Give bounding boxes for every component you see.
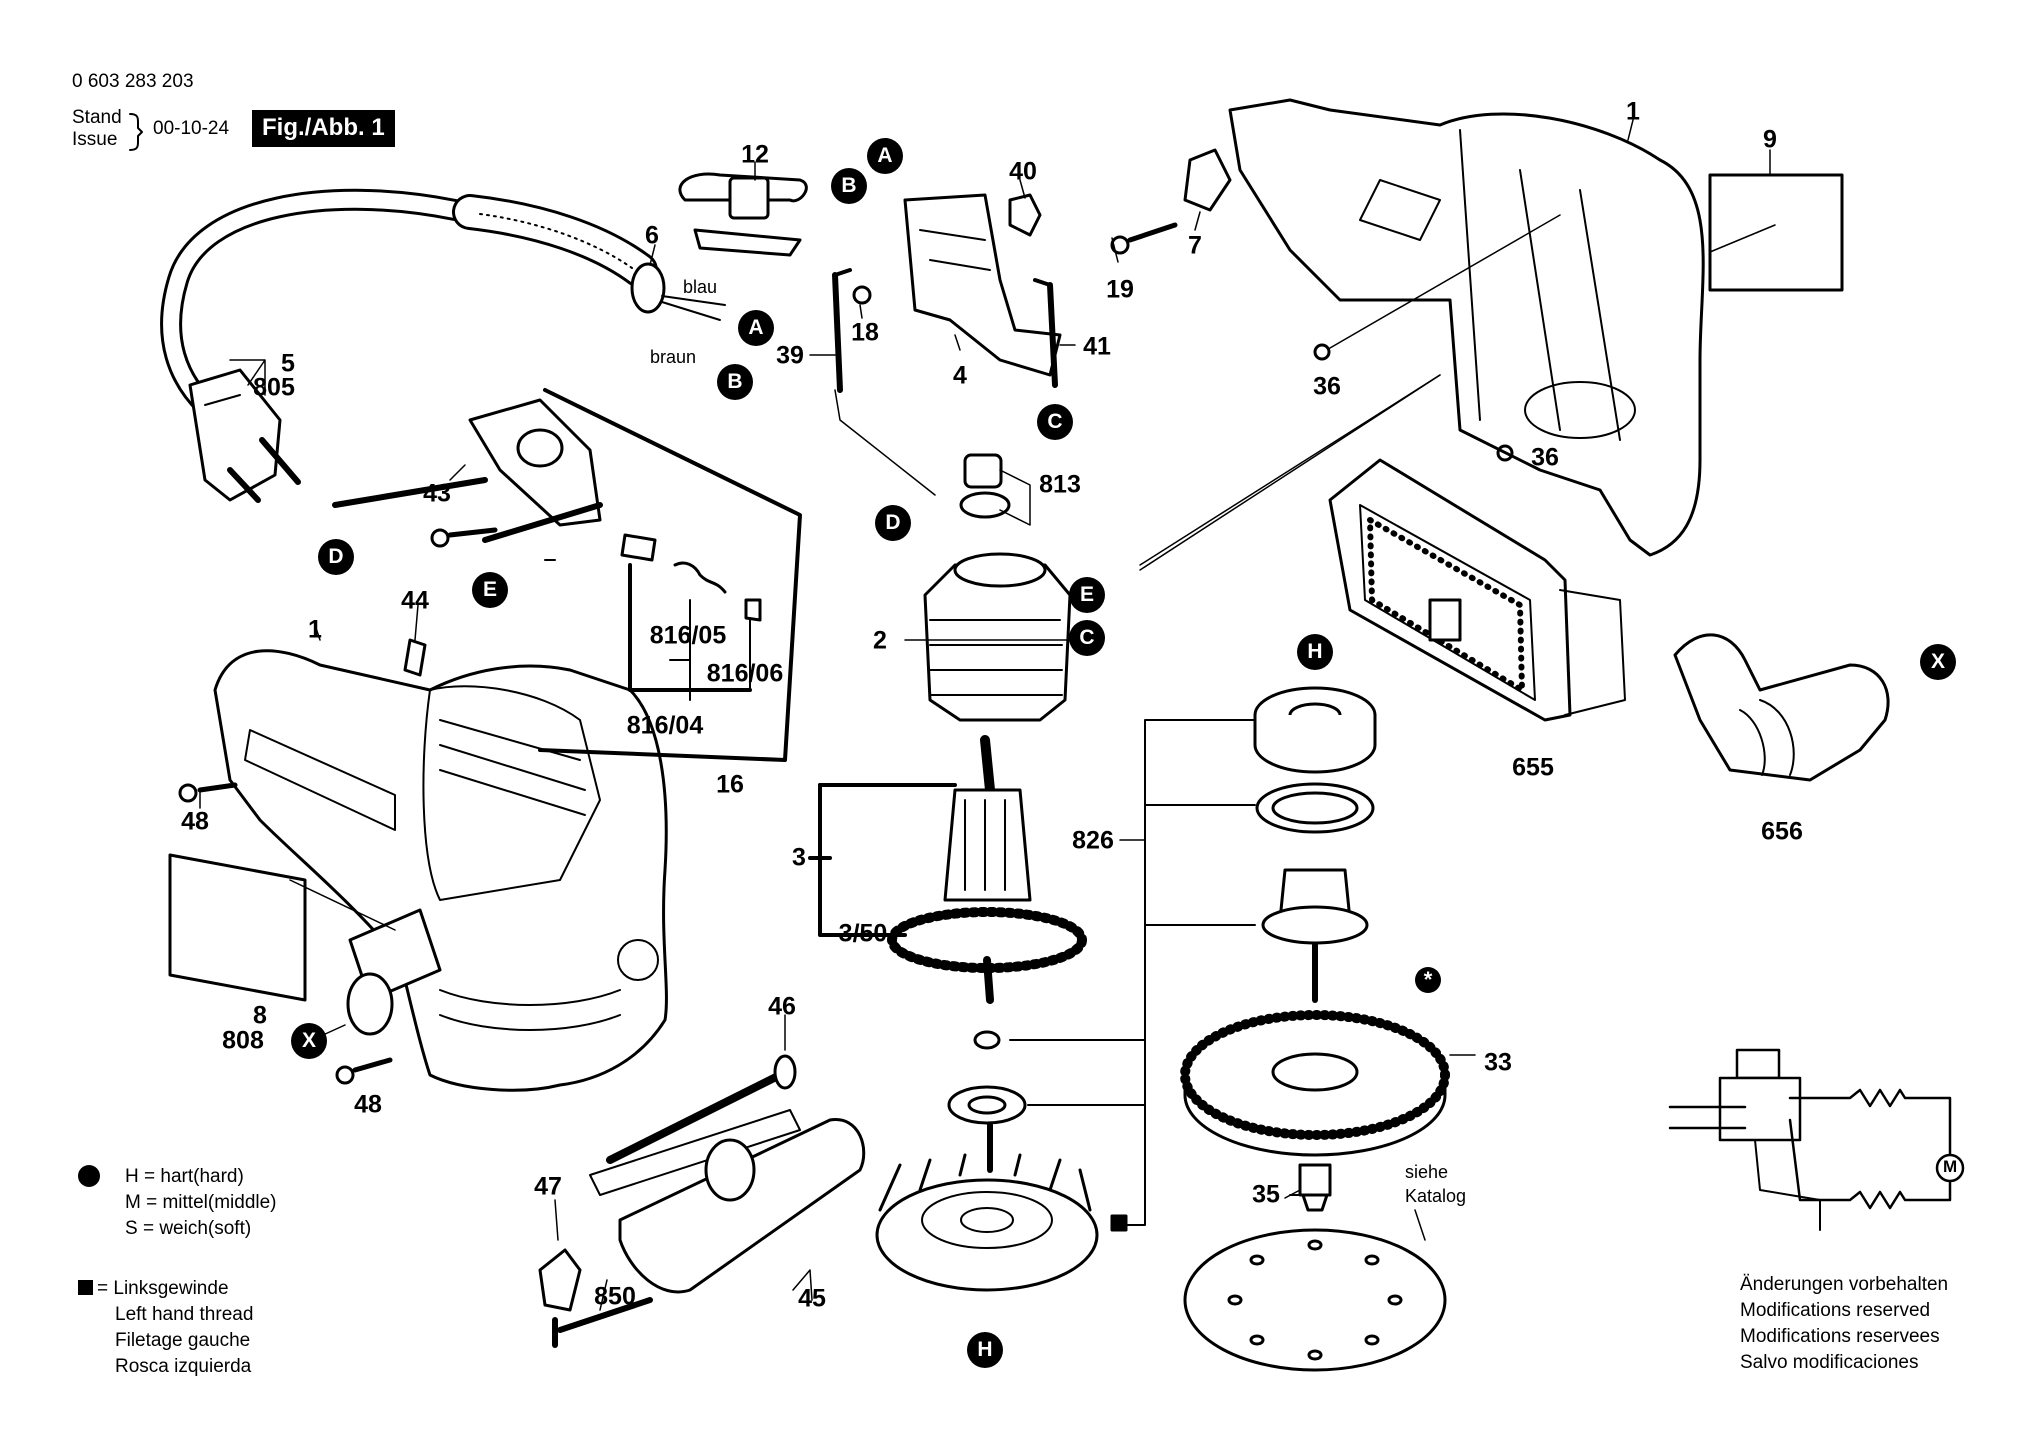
connector-d-brush: D bbox=[318, 539, 354, 575]
modifications-line3: Modifications reservees bbox=[1740, 1326, 1940, 1347]
housing-right-half bbox=[1110, 98, 1705, 571]
brush-holder bbox=[332, 388, 802, 762]
part-label-44: 44 bbox=[401, 586, 429, 615]
rating-label-9 bbox=[1708, 173, 1844, 292]
part-label-816-06: 816/06 bbox=[706, 659, 784, 688]
part-label-808: 808 bbox=[222, 1026, 264, 1055]
connector-h-fan: H bbox=[967, 1332, 1003, 1368]
thread-legend-line4: Rosca izquierda bbox=[115, 1356, 252, 1377]
connector-x-elbow: X bbox=[1920, 644, 1956, 680]
part-label-3-50: 3/50 bbox=[838, 919, 888, 948]
part-label-1-top: 1 bbox=[1626, 97, 1640, 126]
part-label-19: 19 bbox=[1106, 275, 1134, 304]
brace bbox=[129, 113, 143, 151]
figure-label: Fig./Abb. 1 bbox=[252, 110, 395, 147]
connector-h-bearing: H bbox=[1297, 634, 1333, 670]
modifications-line1: Änderungen vorbehalten bbox=[1740, 1274, 1949, 1295]
tool-body-left bbox=[168, 638, 668, 1092]
part-label-816-04: 816/04 bbox=[626, 711, 704, 740]
thread-square bbox=[78, 1280, 93, 1295]
part-label-18: 18 bbox=[851, 318, 879, 347]
wiring-schematic bbox=[1668, 1048, 1965, 1231]
armature bbox=[808, 735, 1087, 1004]
part-label-35: 35 bbox=[1252, 1180, 1280, 1209]
part-label-3: 3 bbox=[792, 843, 806, 872]
star-marker: * bbox=[1415, 967, 1441, 993]
modifications-line4: Salvo modificaciones bbox=[1740, 1352, 1919, 1373]
connector-c-stator: C bbox=[1069, 620, 1105, 656]
part-label-5: 5 bbox=[281, 349, 295, 378]
wire-color-brown: braun bbox=[650, 347, 697, 367]
stand-label: Stand bbox=[72, 107, 122, 128]
motor-symbol: M bbox=[1943, 1157, 1958, 1176]
part-label-33: 33 bbox=[1484, 1048, 1512, 1077]
connector-e-brush: E bbox=[472, 572, 508, 608]
part-label-813: 813 bbox=[1039, 470, 1081, 499]
connector-b-switch: B bbox=[831, 168, 867, 204]
sanding-disc bbox=[1183, 1209, 1447, 1372]
connector-a-switch: A bbox=[867, 138, 903, 174]
switch-assembly bbox=[678, 172, 1062, 393]
part-label-1-left: 1 bbox=[308, 615, 322, 644]
rating-label-8 bbox=[168, 853, 307, 1002]
part-label-48-b: 48 bbox=[354, 1090, 382, 1119]
part-label-48-a: 48 bbox=[181, 807, 209, 836]
thread-legend-line1: = Linksgewinde bbox=[97, 1278, 229, 1299]
part-label-816-05: 816/05 bbox=[649, 621, 727, 650]
thread-legend-line2: Left hand thread bbox=[115, 1304, 254, 1325]
leader-lines bbox=[199, 119, 1771, 1311]
connector-a-cord: A bbox=[738, 310, 774, 346]
wire-color-blue: blau bbox=[683, 277, 718, 297]
part-label-40: 40 bbox=[1009, 157, 1037, 186]
part-label-47: 47 bbox=[534, 1172, 562, 1201]
part-label-12: 12 bbox=[741, 140, 769, 169]
mains-plug bbox=[188, 368, 301, 503]
part-label-9: 9 bbox=[1763, 125, 1777, 154]
part-label-826: 826 bbox=[1072, 826, 1114, 855]
stator bbox=[834, 374, 1441, 722]
part-label-2: 2 bbox=[873, 626, 887, 655]
part-label-45: 45 bbox=[798, 1284, 826, 1313]
part-label-655: 655 bbox=[1512, 753, 1554, 782]
thread-legend-line3: Filetage gauche bbox=[115, 1330, 251, 1351]
sanding-pad bbox=[1180, 1010, 1450, 1212]
connector-c-switch: C bbox=[1037, 404, 1073, 440]
part-label-7: 7 bbox=[1188, 231, 1202, 260]
issue-date: 00-10-24 bbox=[153, 118, 230, 139]
connector-e-stator: E bbox=[1069, 577, 1105, 613]
bearing-stack bbox=[1253, 686, 1377, 1003]
power-cord bbox=[160, 188, 726, 416]
issue-label: Issue bbox=[72, 129, 118, 150]
part-label-6: 6 bbox=[645, 221, 659, 250]
part-label-43: 43 bbox=[423, 479, 451, 508]
hardness-m: M = mittel(middle) bbox=[125, 1192, 277, 1213]
part-label-16: 16 bbox=[716, 770, 744, 799]
part-label-4: 4 bbox=[953, 361, 967, 390]
hardness-h: H = hart(hard) bbox=[125, 1166, 244, 1187]
document-number: 0 603 283 203 bbox=[72, 71, 194, 92]
modifications-line2: Modifications reserved bbox=[1740, 1300, 1931, 1321]
dust-box bbox=[1328, 458, 1626, 722]
connector-d-stator: D bbox=[875, 505, 911, 541]
part-label-805: 805 bbox=[253, 373, 295, 402]
part-label-36-a: 36 bbox=[1313, 372, 1341, 401]
catalog-note-line1: siehe bbox=[1405, 1162, 1449, 1182]
bearings-and-fan bbox=[875, 719, 1256, 1292]
connector-b-cord: B bbox=[717, 364, 753, 400]
hardness-dot bbox=[78, 1165, 100, 1187]
catalog-note-line2: Katalog bbox=[1405, 1186, 1467, 1206]
part-label-656: 656 bbox=[1761, 817, 1803, 846]
dust-adapter bbox=[538, 1054, 866, 1348]
dust-elbow bbox=[1673, 633, 1890, 782]
part-label-8: 8 bbox=[253, 1001, 267, 1030]
part-label-39: 39 bbox=[776, 341, 804, 370]
part-label-46: 46 bbox=[768, 992, 796, 1021]
hardness-s: S = weich(soft) bbox=[125, 1218, 252, 1239]
connector-x-body: X bbox=[291, 1023, 327, 1059]
part-label-41: 41 bbox=[1083, 332, 1111, 361]
part-label-850: 850 bbox=[594, 1282, 636, 1311]
part-label-36-b: 36 bbox=[1531, 443, 1559, 472]
